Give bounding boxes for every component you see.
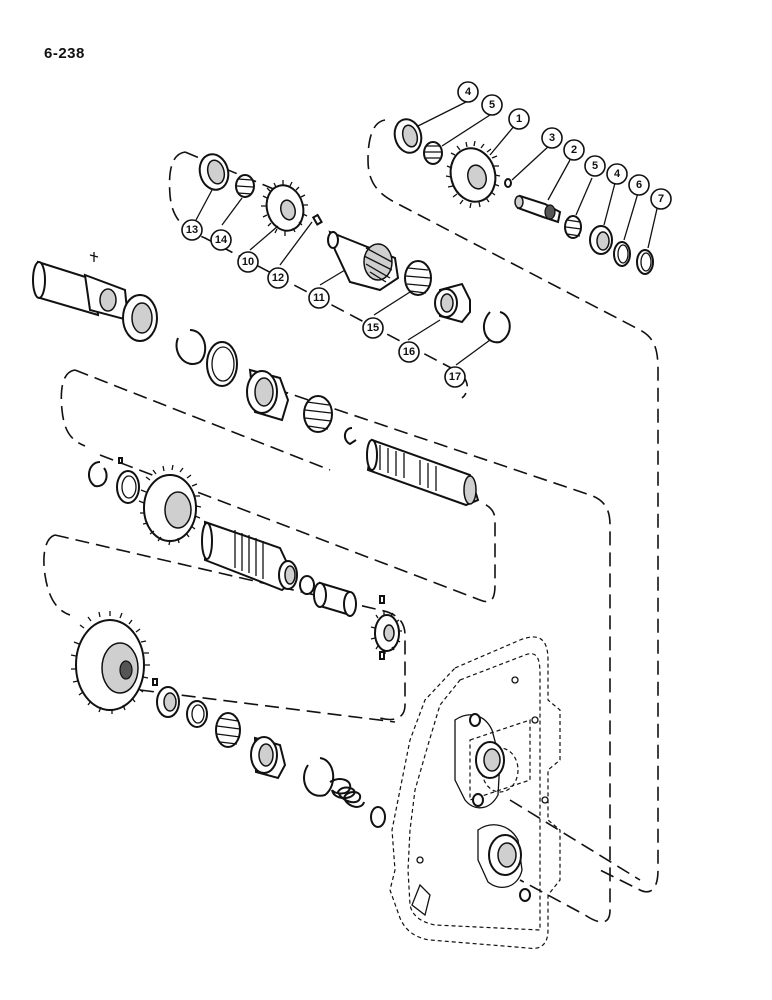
svg-text:4: 4	[465, 86, 472, 98]
page-number: 6-238	[44, 45, 85, 62]
part-gear-large-lower	[70, 611, 150, 714]
callout-11: 11	[308, 287, 330, 309]
svg-text:3: 3	[549, 132, 555, 144]
callout-10: 10	[237, 251, 259, 273]
callout-6: 6	[628, 174, 650, 196]
part-pin-small-c	[152, 678, 158, 686]
part-bearing-cup-16	[434, 282, 471, 324]
part-gear-10	[261, 180, 308, 236]
part-housing	[389, 636, 561, 950]
part-gear-small-mid	[370, 611, 402, 654]
part-gear-1	[445, 140, 501, 209]
part-bearing-cone-5-upper	[423, 141, 443, 165]
part-spring	[329, 778, 365, 808]
part-snap-ring-small-lower	[370, 806, 386, 828]
part-o-ring	[206, 341, 238, 387]
part-shim-6	[613, 241, 631, 267]
callout-5-upper: 5	[481, 94, 503, 116]
part-shaft-2	[514, 194, 562, 224]
part-bearing-cone-14	[235, 174, 255, 198]
part-clip	[344, 427, 357, 446]
callout-1: 1	[508, 108, 530, 130]
callout-4-lower: 4	[606, 163, 628, 185]
dashed-group-outlines	[43, 119, 659, 923]
callout-5-lower: 5	[584, 155, 606, 177]
part-snap-ring-b	[88, 461, 108, 488]
part-snap-ring-17	[482, 311, 511, 344]
callout-15: 15	[362, 317, 384, 339]
part-pin-small-b	[379, 595, 385, 660]
part-bearing-cone-lower	[215, 712, 241, 748]
svg-text:1: 1	[516, 113, 522, 125]
svg-text:6: 6	[636, 179, 642, 191]
svg-text:4: 4	[614, 168, 621, 180]
part-snap-ring-lower	[303, 757, 335, 797]
callouts	[195, 99, 660, 366]
callout-4-upper: 4	[457, 81, 479, 103]
part-bearing-cone-5-lower	[564, 215, 582, 239]
part-oil-seal	[122, 294, 158, 342]
part-bearing-cup-lower	[250, 736, 287, 780]
part-snap-ring-a	[175, 329, 207, 365]
svg-text:13: 13	[186, 224, 198, 236]
part-output-shaft	[366, 438, 480, 507]
svg-text:14: 14	[215, 234, 228, 246]
callout-13: 13	[181, 219, 203, 241]
part-mainshaft	[201, 520, 298, 592]
part-thrust-washer	[116, 470, 140, 504]
part-cover-tube	[32, 252, 130, 322]
part-sleeve	[313, 581, 357, 617]
callout-7: 7	[650, 188, 672, 210]
part-bearing-cone-large	[303, 395, 333, 433]
svg-text:10: 10	[242, 256, 254, 268]
callout-3: 3	[541, 127, 563, 149]
svg-text:7: 7	[658, 193, 664, 205]
svg-text:2: 2	[571, 144, 577, 156]
callout-2: 2	[563, 139, 585, 161]
callout-12: 12	[267, 267, 289, 289]
callout-17: 17	[444, 366, 466, 388]
part-pin-small-a	[118, 457, 123, 464]
part-bearing-cup-large	[246, 368, 290, 422]
part-key-12	[311, 213, 323, 226]
svg-text:16: 16	[403, 346, 415, 358]
part-snap-ring-7	[636, 249, 654, 275]
part-washer-lower	[186, 700, 208, 728]
svg-text:12: 12	[272, 272, 284, 284]
part-pinion-shaft-11	[327, 230, 400, 292]
svg-text:17: 17	[449, 371, 461, 383]
callout-16: 16	[398, 341, 420, 363]
part-bearing-cup-4-lower	[589, 225, 613, 255]
part-pin-3	[504, 178, 512, 188]
svg-text:5: 5	[489, 99, 495, 111]
part-gear-large-mid	[138, 464, 202, 546]
part-bearing-cone-15	[404, 260, 432, 296]
svg-text:15: 15	[367, 322, 379, 334]
callout-14: 14	[210, 229, 232, 251]
svg-text:11: 11	[313, 292, 325, 304]
svg-text:5: 5	[592, 160, 598, 172]
part-bearing-cup-4-upper	[393, 118, 423, 154]
part-bearing-cup-13	[198, 153, 230, 191]
part-o-ring-small	[299, 575, 315, 595]
part-bearing-race-a	[156, 686, 180, 718]
